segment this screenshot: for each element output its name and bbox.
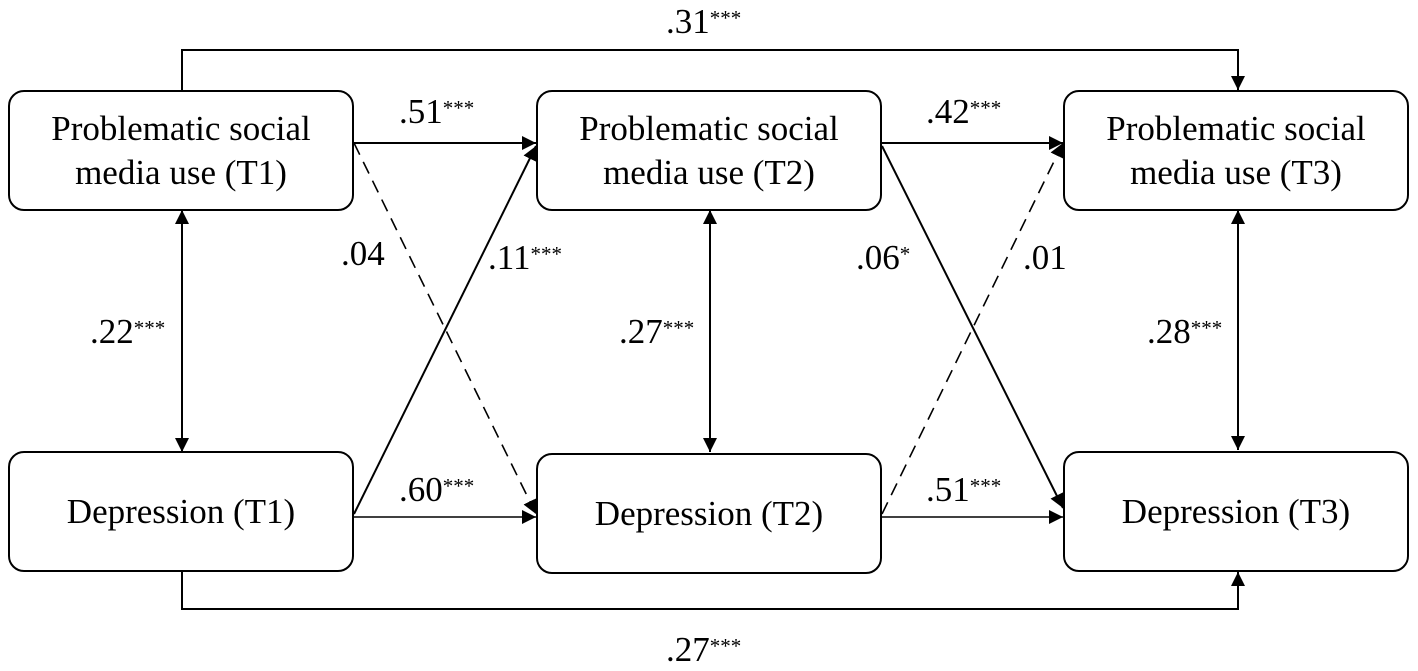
label-psmu-t1-to-psmu-t3: .31*** [666, 2, 742, 41]
label-cov-t1: .22*** [90, 312, 166, 351]
arrow-psmu-t1-to-psmu-t3 [181, 49, 1245, 90]
node-dep-t1: Depression (T1) [8, 451, 354, 572]
node-psmu-t1: Problematic social media use (T1) [8, 90, 354, 211]
arrow-dep-t2-to-psmu-t3 [881, 142, 1064, 515]
label-dep-t2-to-psmu-t3: .01 [1023, 238, 1067, 277]
label-dep-t2-to-dep-t3: .51*** [926, 470, 1002, 509]
label-dep-t1-to-psmu-t2: .11*** [488, 238, 562, 277]
label-cov-t3: .28*** [1147, 312, 1223, 351]
label-dep-t1-to-dep-t2: .60*** [399, 470, 475, 509]
node-psmu-t3: Problematic social media use (T3) [1063, 90, 1409, 211]
label-cov-t2: .27*** [619, 312, 695, 351]
label-dep-t1-to-dep-t3: .27*** [666, 630, 742, 669]
arrow-dep-t1-to-psmu-t2 [353, 145, 537, 515]
label-psmu-t2-to-psmu-t3: .42*** [926, 92, 1002, 131]
arrow-dep-t1-to-dep-t3 [181, 572, 1245, 610]
label-psmu-t1-to-psmu-t2: .51*** [399, 92, 475, 131]
node-psmu-t2: Problematic social media use (T2) [536, 90, 882, 211]
label-psmu-t2-to-dep-t3: .06* [856, 238, 911, 277]
arrow-psmu-t1-to-dep-t2 [353, 142, 537, 515]
node-dep-t3: Depression (T3) [1063, 451, 1409, 572]
node-dep-t2: Depression (T2) [536, 453, 882, 574]
arrow-psmu-t2-to-dep-t3 [881, 145, 1064, 509]
label-psmu-t1-to-dep-t2: .04 [341, 234, 385, 273]
